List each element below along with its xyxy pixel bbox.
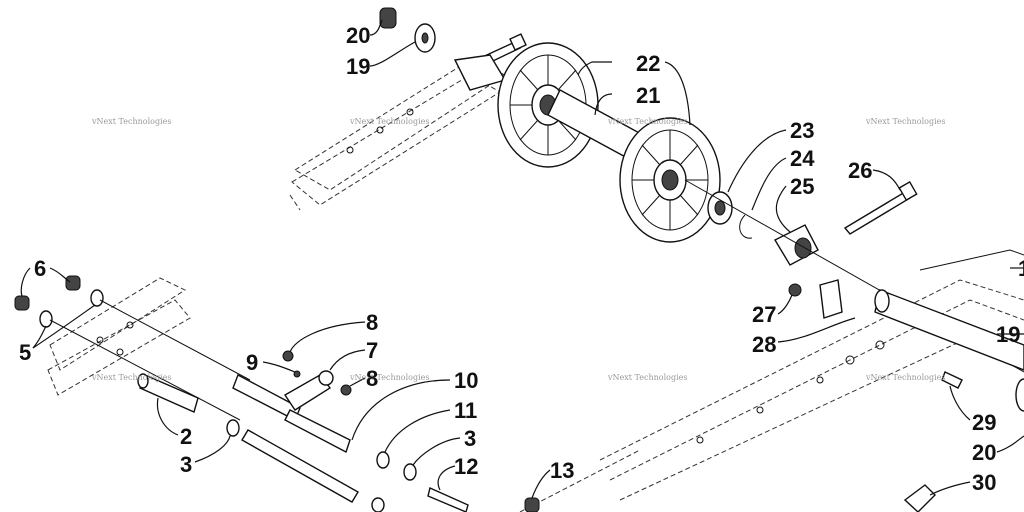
leader-lines (20, 19, 1024, 499)
right-top-rail (919, 249, 1024, 271)
callout-5: 5 (19, 340, 31, 365)
callout-10: 10 (454, 368, 478, 393)
washer-3-left (226, 419, 240, 437)
callout-1: 1 (1018, 256, 1024, 281)
callout-23: 23 (790, 118, 814, 143)
callout-25: 25 (790, 174, 814, 199)
watermark-6: vNext Technologies (349, 373, 429, 382)
watermark-5: vNext Technologies (91, 373, 171, 382)
callout-3-left: 3 (180, 452, 192, 477)
callout-9: 9 (246, 350, 258, 375)
callout-11: 11 (454, 398, 477, 423)
callout-28: 28 (752, 332, 776, 357)
nut-13 (524, 497, 540, 512)
spacer-2 (137, 373, 199, 413)
tension-bolt (453, 33, 527, 91)
idler-wheel-22-front (619, 117, 721, 243)
shaft-right (874, 289, 1024, 371)
left-axle-line-2 (49, 319, 241, 421)
watermarks: vNext Technologies vNext Technologies vN… (91, 117, 945, 382)
rocker-arm (232, 350, 352, 454)
spacer-25 (774, 224, 819, 266)
bolt-29 (941, 371, 963, 389)
watermark-2: vNext Technologies (349, 117, 429, 126)
callout-6: 6 (34, 256, 46, 281)
callout-21: 21 (636, 83, 660, 108)
nut-27 (788, 283, 802, 297)
washer-19-top (414, 23, 436, 53)
callout-19-right: 19 (996, 322, 1020, 347)
callout-12: 12 (454, 454, 478, 479)
callout-20-top: 20 (346, 23, 370, 48)
callout-19-top: 19 (346, 54, 370, 79)
callout-2: 2 (180, 424, 192, 449)
callout-8-lower: 8 (366, 366, 378, 391)
clip-30 (903, 484, 936, 512)
bracket-28 (819, 279, 843, 319)
ring-11 (376, 451, 390, 469)
washer-5 (39, 289, 104, 328)
wheel-edge-right (1015, 378, 1024, 412)
nut-6 (14, 275, 81, 311)
bearing-23 (707, 191, 733, 225)
left-axle-line (99, 299, 251, 381)
callout-27: 27 (752, 302, 776, 327)
snap-ring-24 (739, 214, 753, 239)
long-shaft (241, 429, 359, 503)
washer-3-right (371, 463, 417, 512)
watermark-4: vNext Technologies (865, 117, 945, 126)
watermark-3: vNext Technologies (607, 117, 687, 126)
watermark-7: vNext Technologies (607, 373, 687, 382)
nut-20-top (379, 7, 397, 29)
left-frame-rail (47, 277, 191, 396)
watermark-8: vNext Technologies (865, 373, 945, 382)
callout-3-right: 3 (464, 426, 476, 451)
callout-30: 30 (972, 470, 996, 495)
spacer-12 (427, 487, 469, 512)
watermark-1: vNext Technologies (91, 117, 171, 126)
callout-26: 26 (848, 158, 872, 183)
callout-24: 24 (790, 146, 815, 171)
callout-13: 13 (550, 458, 574, 483)
callout-7: 7 (366, 338, 378, 363)
callout-22: 22 (636, 51, 660, 76)
bolt-26 (843, 180, 918, 235)
callout-29: 29 (972, 410, 996, 435)
callout-8-top: 8 (366, 310, 378, 335)
callout-20-right: 20 (972, 440, 996, 465)
callout-labels: 20 19 22 21 23 24 25 26 6 5 8 9 7 8 10 1… (19, 23, 1024, 495)
